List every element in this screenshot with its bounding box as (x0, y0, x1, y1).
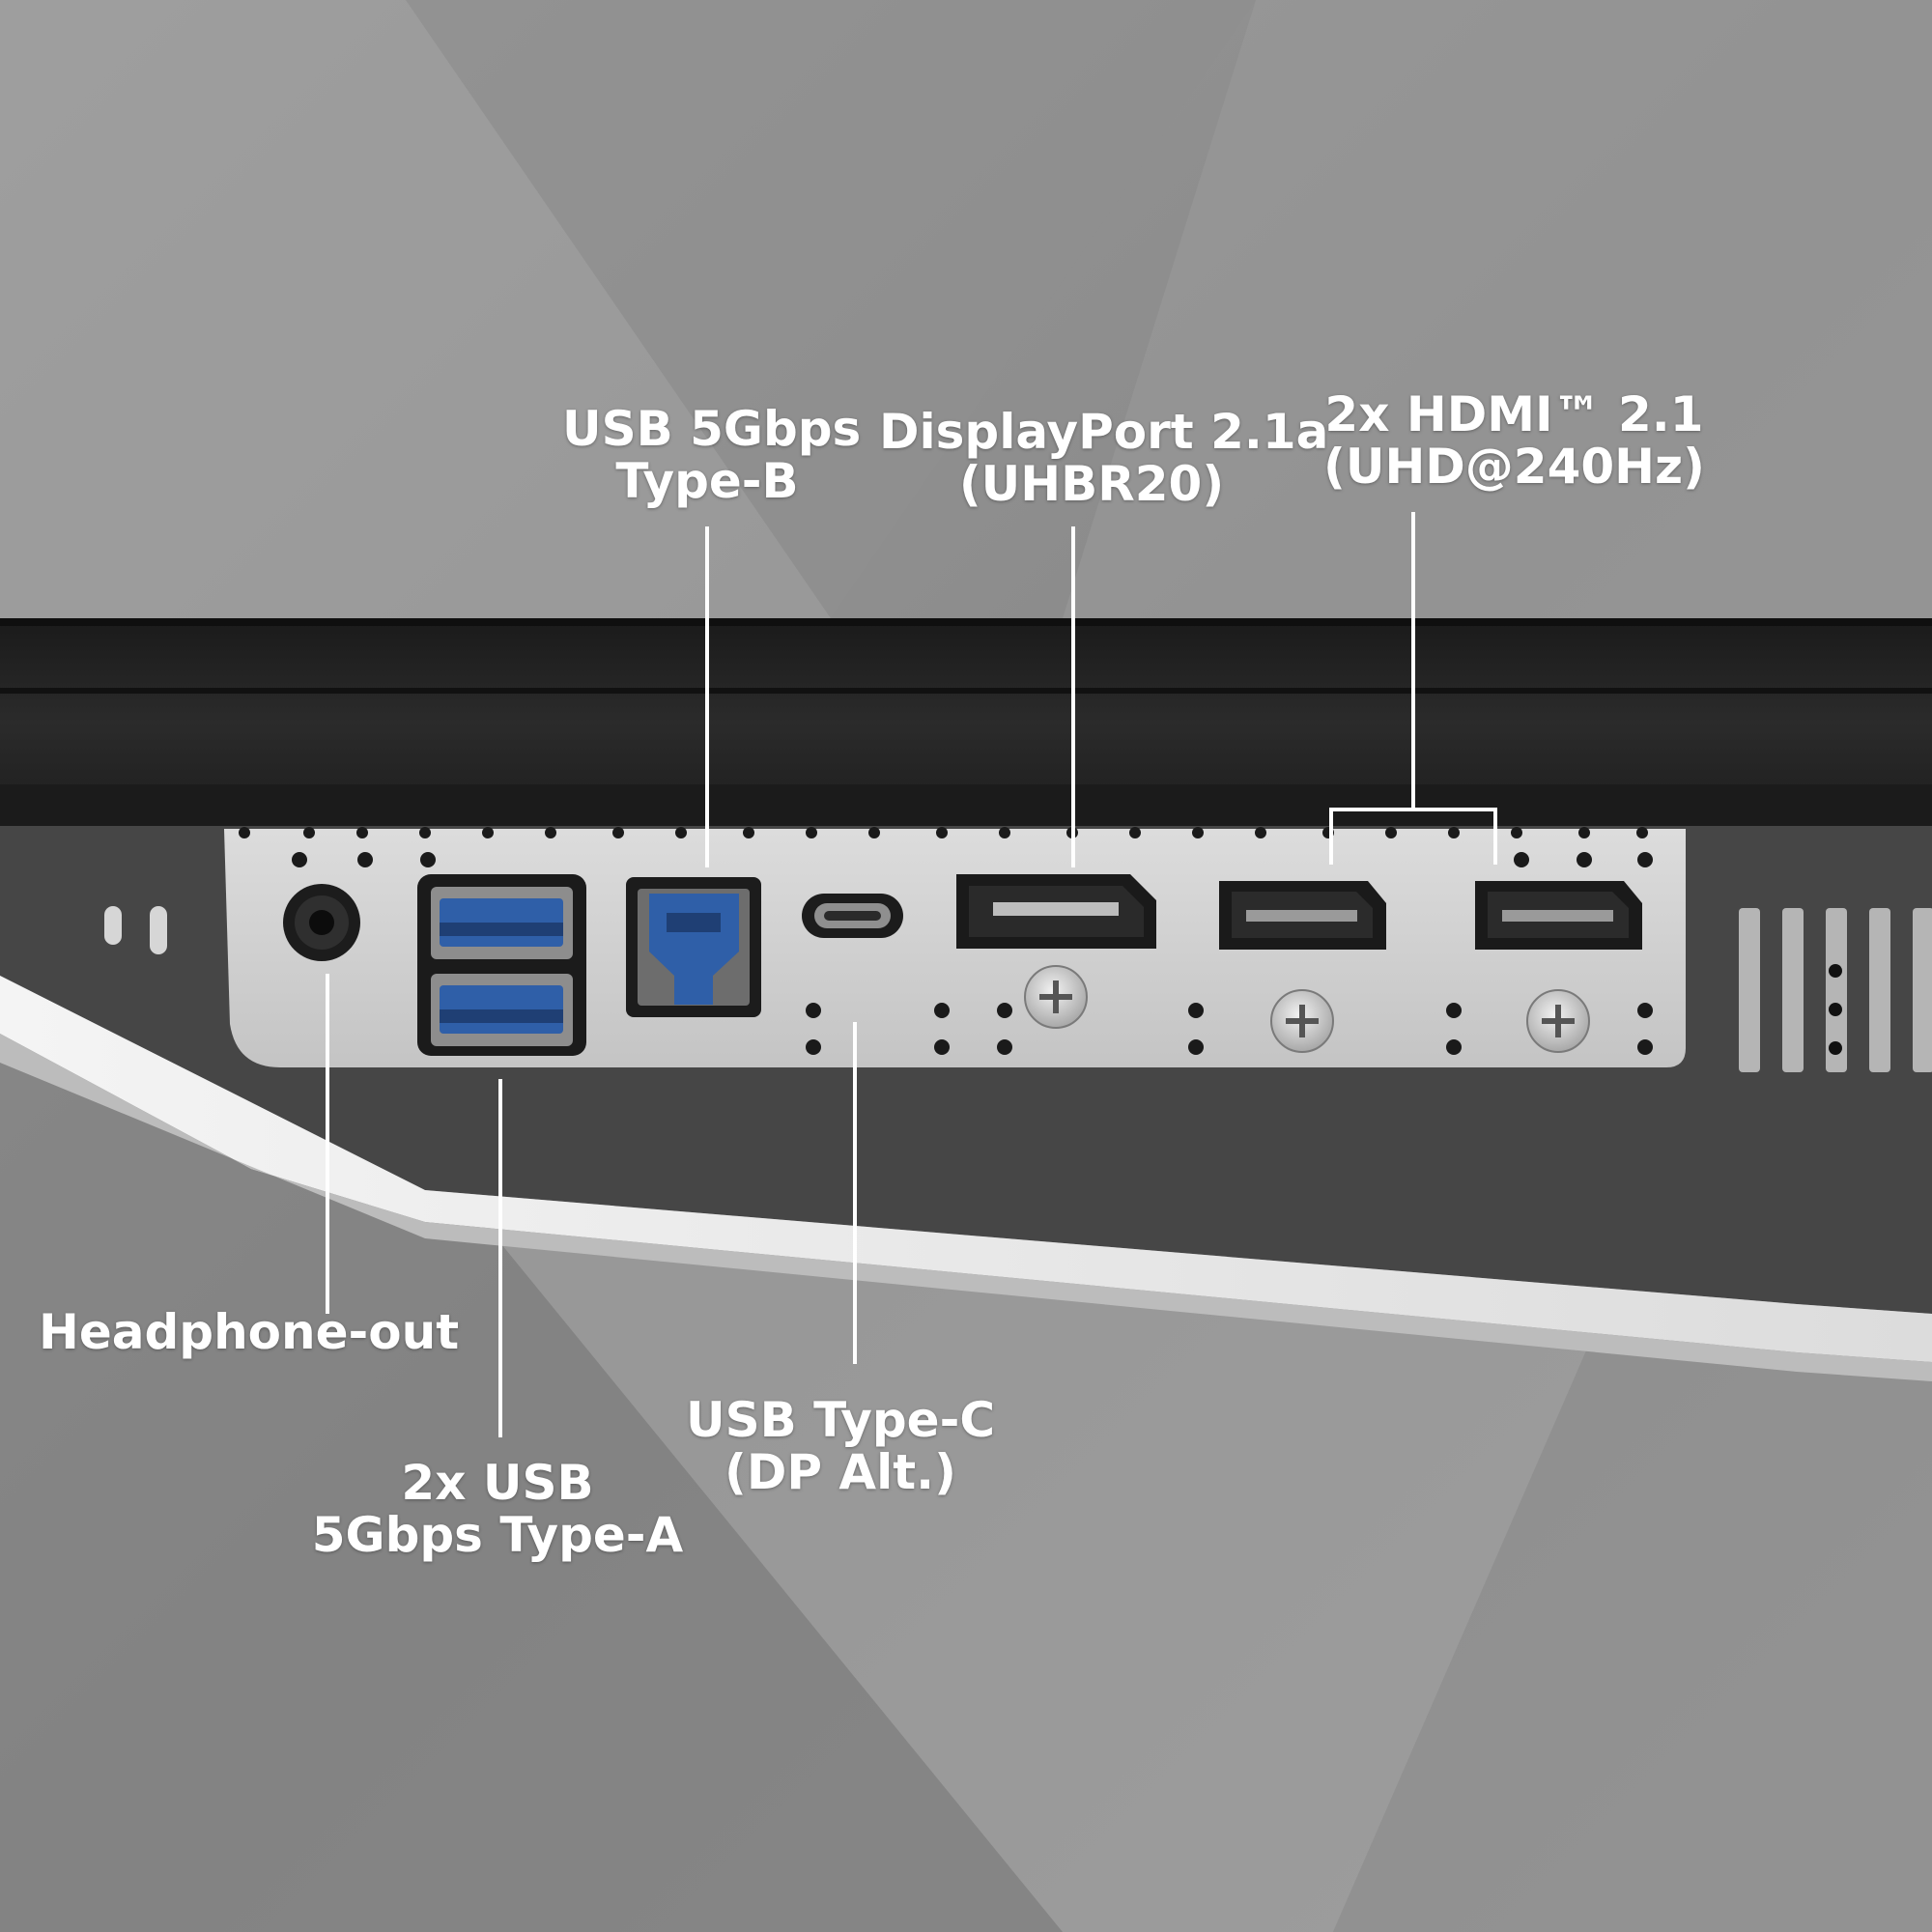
displayport-port-icon (956, 874, 1156, 949)
monitor-bezel (0, 618, 1932, 826)
label-headphone-out-line1: Headphone-out (39, 1304, 460, 1360)
label-usb-type-c-line2: (DP Alt.) (724, 1444, 956, 1500)
hdmi-port-icon (1475, 881, 1642, 950)
label-usb-type-b-line1: USB 5Gbps (562, 401, 862, 457)
label-usb-type-a-line2: 5Gbps Type-A (311, 1507, 684, 1563)
screw-icon (1526, 989, 1590, 1053)
callout-lines (326, 512, 1497, 1437)
hdmi-port-icon (1219, 881, 1386, 950)
screw-icon (1270, 989, 1334, 1053)
usb-c-port-icon (802, 894, 903, 938)
headphone-jack-icon (283, 884, 360, 961)
label-headphone-out: Headphone-out (39, 1304, 460, 1360)
usb-a-port-icon (417, 874, 586, 1056)
label-usb-type-b-line2: Type-B (615, 453, 799, 509)
label-usb-type-a-line1: 2x USB (401, 1455, 594, 1511)
label-hdmi-line1: 2x HDMI™ 2.1 (1324, 386, 1704, 442)
label-hdmi-line2: (UHD@240Hz) (1323, 439, 1705, 495)
label-usb-type-c-line1: USB Type-C (685, 1392, 996, 1448)
label-displayport-line2: (UHBR20) (958, 456, 1225, 512)
usb-b-port-icon (626, 877, 761, 1017)
label-usb-type-a: 2x USB 5Gbps Type-A (309, 1457, 686, 1561)
label-usb-type-b: USB 5Gbps Type-B (562, 401, 862, 509)
callout-bracket-hdmi (1329, 808, 1497, 865)
label-usb-type-c: USB Type-C (DP Alt.) (676, 1394, 1005, 1498)
label-displayport-line1: DisplayPort 2.1a (879, 404, 1329, 460)
label-hdmi: 2x HDMI™ 2.1 (UHD@240Hz) (1309, 388, 1719, 493)
screw-icon (1024, 965, 1088, 1029)
label-displayport: DisplayPort 2.1a (UHBR20) (879, 404, 1329, 512)
